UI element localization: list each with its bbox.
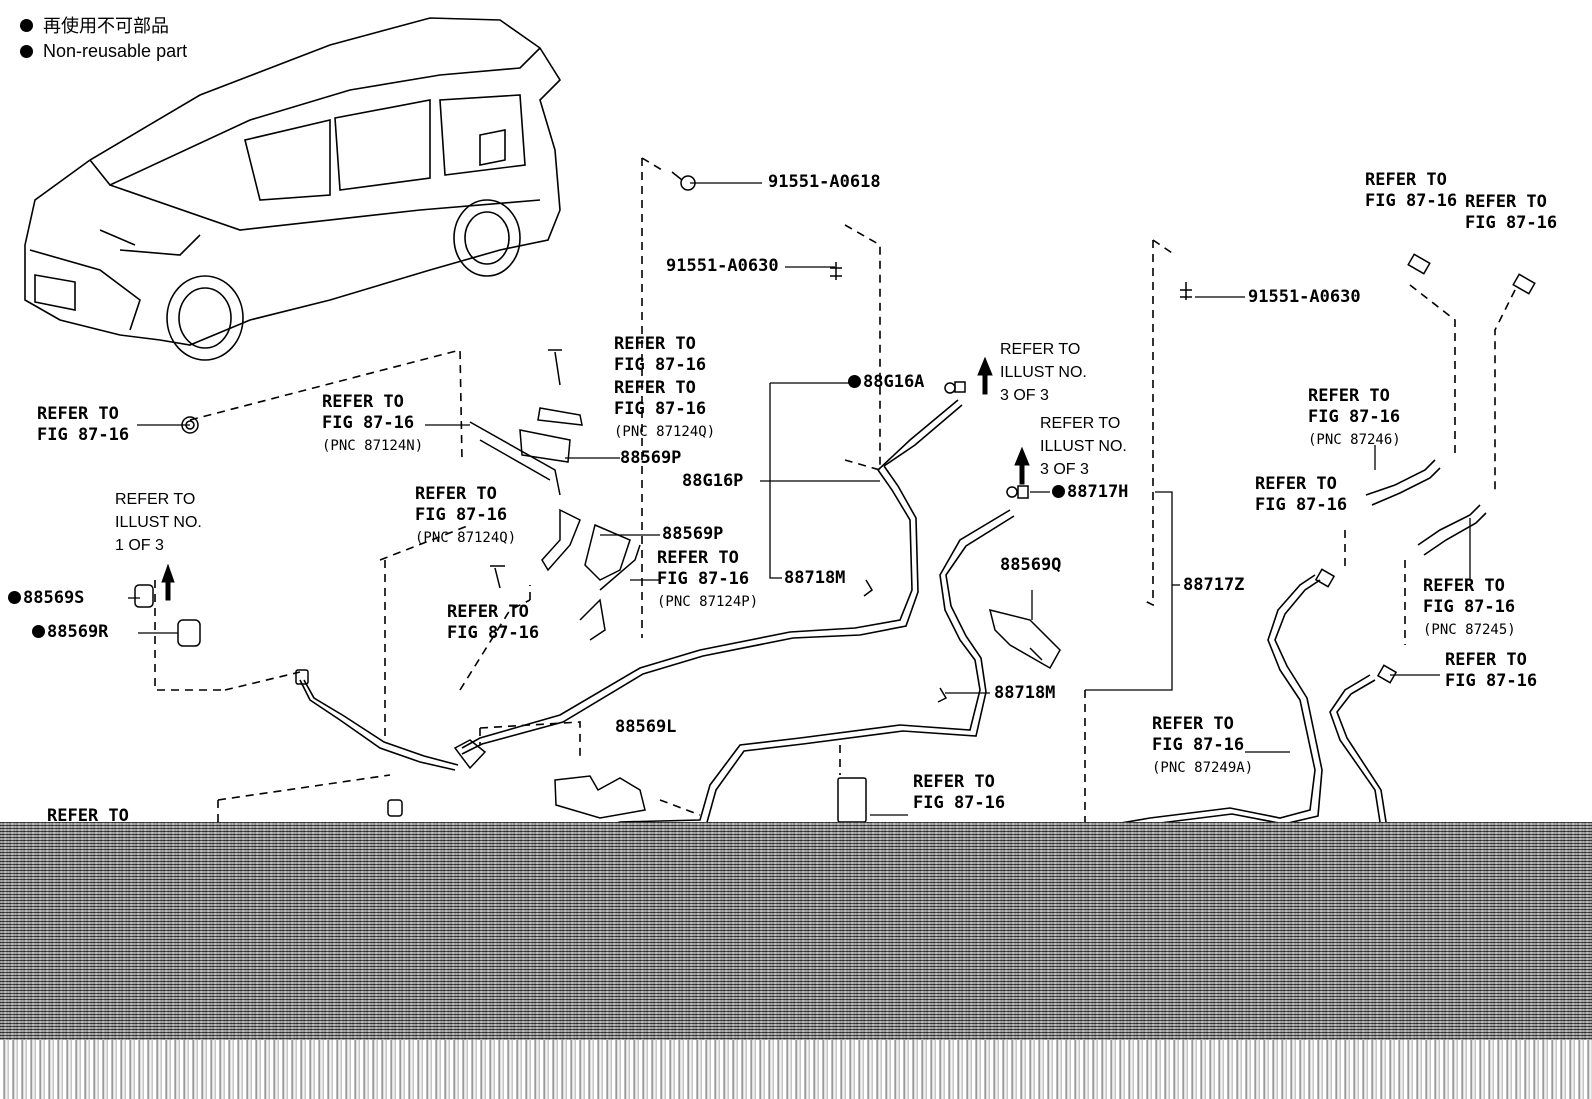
part-88569l[interactable]: 88569L xyxy=(615,717,677,737)
refer-fig-left: REFER TO FIG 87-16 xyxy=(37,404,130,445)
part-91551-a0630-right[interactable]: 91551-A0630 xyxy=(1248,287,1361,307)
refer-fig-87245: REFER TO FIG 87-16 xyxy=(1423,576,1516,617)
refer-fig-connector: REFER TO FIG 87-16 xyxy=(1255,474,1348,515)
part-88569p-upper[interactable]: 88569P xyxy=(620,448,682,468)
part-88718m-upper[interactable]: 88718M xyxy=(784,568,846,588)
pnc-87245: (PNC 87245) xyxy=(1423,622,1516,638)
non-reusable-dot-icon xyxy=(1052,485,1065,498)
part-88718m-lower[interactable]: 88718M xyxy=(994,683,1056,703)
refer-fig-bracket: REFER TO FIG 87-16 xyxy=(913,772,1006,813)
refer-fig-upper-clip: REFER TO FIG 87-16 xyxy=(614,334,707,375)
pnc-87124q-lower: (PNC 87124Q) xyxy=(415,530,517,546)
part-88569q[interactable]: 88569Q xyxy=(1000,555,1062,575)
refer-fig-87124p: REFER TO FIG 87-16 xyxy=(657,548,750,589)
part-88717h[interactable]: 88717H xyxy=(1052,482,1128,502)
refer-fig-bolt: REFER TO FIG 87-16 xyxy=(447,602,540,643)
vehicle-illustration xyxy=(24,17,562,361)
part-88717h-label: 88717H xyxy=(1067,482,1129,502)
refer-fig-87246: REFER TO FIG 87-16 xyxy=(1308,386,1401,427)
refer-illust-3of3-lower: REFER TO ILLUST NO. 3 OF 3 xyxy=(1040,415,1127,478)
refer-fig-87124n: REFER TO FIG 87-16 xyxy=(322,392,415,433)
legend: 再使用不可部品 Non-reusable part xyxy=(20,12,187,64)
legend-reuse-label: 再使用不可部品 xyxy=(43,16,169,36)
part-88569s[interactable]: 88569S xyxy=(8,588,84,608)
pnc-87124q-upper: (PNC 87124Q) xyxy=(614,424,716,440)
refer-illust-3of3-upper: REFER TO ILLUST NO. 3 OF 3 xyxy=(1000,341,1087,404)
pnc-87249a: (PNC 87249A) xyxy=(1152,760,1254,776)
part-88569p-lower[interactable]: 88569P xyxy=(662,524,724,544)
legend-nonreusable-label: Non-reusable part xyxy=(43,40,188,61)
part-91551-a0630-left[interactable]: 91551-A0630 xyxy=(666,256,779,276)
refer-illust-1of3: REFER TO ILLUST NO. 1 OF 3 xyxy=(115,491,202,554)
part-88g16p[interactable]: 88G16P xyxy=(682,471,744,491)
refer-partial: REFER TO xyxy=(47,806,129,826)
refer-fig-87124q-upper: REFER TO FIG 87-16 xyxy=(614,378,707,419)
legend-reuse-row: 再使用不可部品 xyxy=(20,12,187,38)
non-reusable-dot-icon xyxy=(32,625,45,638)
corrupted-image-strip xyxy=(0,1040,1592,1099)
legend-nonreusable-row: Non-reusable part xyxy=(20,38,187,64)
part-88g16a[interactable]: 88G16A xyxy=(848,372,924,392)
refer-fig-87124q-lower: REFER TO FIG 87-16 xyxy=(415,484,508,525)
non-reusable-dot-icon xyxy=(20,44,33,58)
part-88g16a-label: 88G16A xyxy=(863,372,925,392)
refer-fig-87249a: REFER TO FIG 87-16 xyxy=(1152,714,1245,755)
refer-fig-top-right-a: REFER TO FIG 87-16 xyxy=(1365,170,1458,211)
part-91551-a0618[interactable]: 91551-A0618 xyxy=(768,172,881,192)
part-88569s-label: 88569S xyxy=(23,588,85,608)
pnc-87246: (PNC 87246) xyxy=(1308,432,1401,448)
refer-fig-lower-right: REFER TO FIG 87-16 xyxy=(1445,650,1538,691)
part-88717z[interactable]: 88717Z xyxy=(1183,575,1245,595)
part-88569r[interactable]: 88569R xyxy=(32,622,108,642)
part-88569r-label: 88569R xyxy=(47,622,109,642)
non-reusable-dot-icon xyxy=(20,18,33,32)
non-reusable-dot-icon xyxy=(8,591,21,604)
non-reusable-dot-icon xyxy=(848,375,861,388)
pnc-87124n: (PNC 87124N) xyxy=(322,438,424,454)
pnc-87124p: (PNC 87124P) xyxy=(657,594,759,610)
refer-fig-top-right-b: REFER TO FIG 87-16 xyxy=(1465,192,1558,233)
